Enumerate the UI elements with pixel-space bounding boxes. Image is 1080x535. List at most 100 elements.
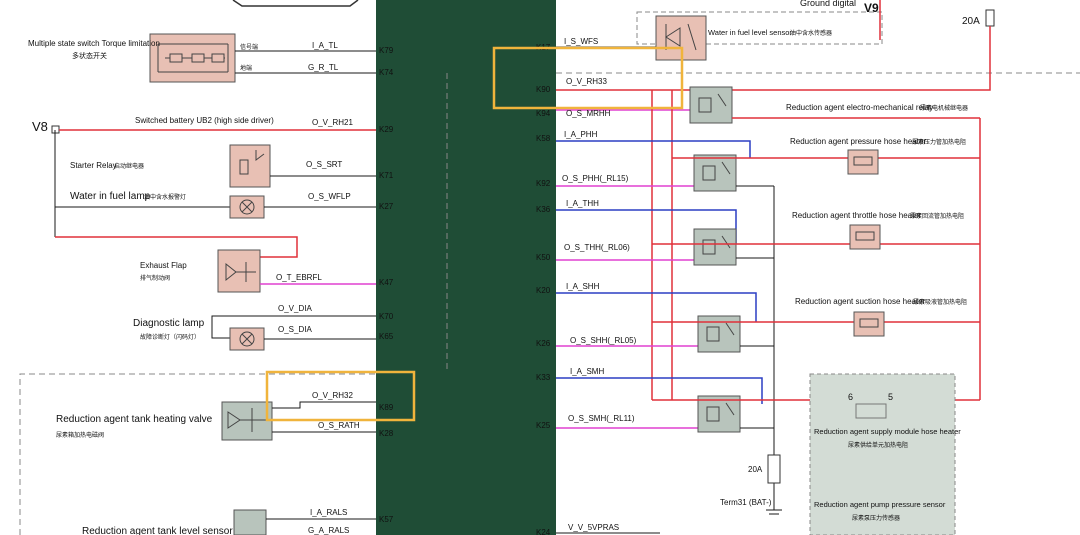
left-pin-k79: K79 (379, 46, 394, 55)
signal-i-s-wfs: I_S_WFS (564, 37, 598, 46)
signal-o-s-dia: O_S_DIA (278, 325, 312, 334)
pressure-heater-box (847, 149, 879, 175)
signal-o-s-rath: O_S_RATH (318, 421, 360, 430)
signal-i-a-smh: I_A_SMH (570, 367, 604, 376)
supply-pin-5: 5 (888, 392, 893, 402)
right-pin-k94: K94 (536, 109, 551, 118)
highlight-k90 (492, 46, 684, 110)
term31-label: Term31 (BAT-) (720, 498, 772, 507)
suction-heater-label-cn: 尿素吸液管加热电阻 (913, 298, 967, 306)
diag-lamp-cross (241, 333, 253, 345)
water-lamp-icon (239, 199, 255, 215)
right-pin-k36: K36 (536, 205, 551, 214)
torque-switch-label: Multiple state switch Torque limitation (28, 39, 160, 48)
right-pin-k25: K25 (536, 421, 551, 430)
water-sensor-label: Water in fuel level sensor (708, 28, 792, 37)
signal-end-label: 信号端 (240, 43, 258, 51)
signal-i-a-thh: I_A_THH (566, 199, 599, 208)
right-pin-k20: K20 (536, 286, 551, 295)
highlight-k89 (265, 370, 416, 422)
left-pin-k28: K28 (379, 429, 394, 438)
exhaust-flap-label-cn: 排气制动阀 (140, 274, 170, 282)
supply-relay-contact (725, 402, 735, 416)
left-pin-k29: K29 (379, 125, 394, 134)
throttle-heater-box (849, 224, 881, 250)
supply-relay-coil (706, 406, 720, 422)
left-pin-k27: K27 (379, 202, 394, 211)
em-relay-label-cn: 尿素电机械继电器 (920, 104, 968, 112)
exhaust-flap-label: Exhaust Flap (140, 261, 187, 270)
throttle-heater-label-cn: 尿素回流管加热电阻 (910, 212, 964, 220)
supply-pin-6: 6 (848, 392, 853, 402)
tank-sensor-label: Reduction agent tank level sensor (82, 526, 233, 535)
water-lamp-cross (241, 201, 253, 213)
signal-i-a-rals: I_A_RALS (310, 508, 347, 517)
signal-o-v-rh21: O_V_RH21 (312, 118, 353, 127)
exhaust-supply-wire (55, 236, 298, 258)
left-pin-k57: K57 (379, 515, 394, 524)
right-pin-k26: K26 (536, 339, 551, 348)
v8-label: V8 (32, 119, 48, 134)
dashed-boundary-left (19, 373, 376, 535)
supply-heater-label: Reduction agent supply module hose heate… (814, 427, 961, 436)
supply-heater-box (855, 403, 887, 419)
left-pin-k71: K71 (379, 171, 394, 180)
throttle-heater-resistor (855, 231, 875, 241)
starter-relay-label: Starter Relay (70, 161, 117, 170)
ground-digital-label: Ground digital (800, 0, 856, 8)
supply-heater-label-cn: 尿素供给单元加热电阻 (848, 441, 908, 449)
throttle-relay-contact (721, 235, 731, 249)
signal-v-v-5vpras: V_V_5VPRAS (568, 523, 619, 532)
signal-o-v-rh32: O_V_RH32 (312, 391, 353, 400)
signal-o-s-wflp: O_S_WFLP (308, 192, 351, 201)
water-sensor-symbol (665, 23, 697, 51)
water-lamp-label-cn: 油中含水报警灯 (144, 193, 186, 201)
battery-label: Switched battery UB2 (high side driver) (135, 116, 274, 125)
right-pin-k24: K24 (536, 528, 551, 535)
pump-sensor-label: Reduction agent pump pressure sensor (814, 500, 946, 509)
right-pin-k33: K33 (536, 373, 551, 382)
wire-k20 (556, 292, 757, 322)
water-lamp-label: Water in fuel lamp (70, 191, 151, 202)
pressure-heater-label: Reduction agent pressure hose heater (790, 137, 926, 146)
fuse-top-label: 20A (962, 16, 980, 27)
pressure-relay-contact (721, 161, 731, 175)
pressure-heater-resistor (853, 156, 873, 166)
water-sensor-label-cn: 油中含水传感器 (790, 29, 832, 37)
left-pin-k70: K70 (379, 312, 394, 321)
signal-i-a-phh: I_A_PHH (564, 130, 598, 139)
signal-g-r-tl: G_R_TL (308, 63, 339, 72)
top-component-outline (232, 0, 359, 7)
left-pin-k65: K65 (379, 332, 394, 341)
signal-o-v-dia: O_V_DIA (278, 304, 312, 313)
em-relay-label: Reduction agent electro-mechanical relay (786, 103, 933, 112)
fuse-top (985, 9, 995, 27)
tank-valve-label: Reduction agent tank heating valve (56, 414, 213, 425)
suction-relay-contact (725, 322, 735, 336)
right-pin-k92: K92 (536, 179, 551, 188)
wire-k33 (556, 377, 763, 404)
ecu-connector (376, 0, 556, 535)
left-pin-k74: K74 (379, 68, 394, 77)
wire-k58 (556, 140, 751, 158)
tank-valve-symbol (227, 408, 268, 432)
signal-i-a-shh: I_A_SHH (566, 282, 600, 291)
wire-k89 (272, 401, 376, 409)
diag-lamp-icon (239, 331, 255, 347)
signal-g-a-rals: G_A_RALS (308, 526, 349, 535)
right-pin-k90: K90 (536, 85, 551, 94)
tank-valve-box (221, 401, 273, 441)
suction-relay-coil (706, 326, 720, 342)
fuse-bottom (767, 454, 781, 484)
diag-lamp-label: Diagnostic lamp (133, 318, 205, 329)
tank-sensor-box (233, 509, 267, 535)
signal-o-s-phh: O_S_PHH(_RL15) (562, 174, 629, 183)
fuse-top-wire (652, 26, 991, 91)
signal-o-t-ebrfl: O_T_EBRFL (276, 273, 322, 282)
signal-o-s-srt: O_S_SRT (306, 160, 342, 169)
fuse-bottom-label: 20A (748, 465, 763, 474)
em-relay-coil (698, 97, 712, 113)
signal-o-s-thh: O_S_THH(_RL06) (564, 243, 630, 252)
signal-o-s-mrhh: O_S_MRHH (566, 109, 611, 118)
